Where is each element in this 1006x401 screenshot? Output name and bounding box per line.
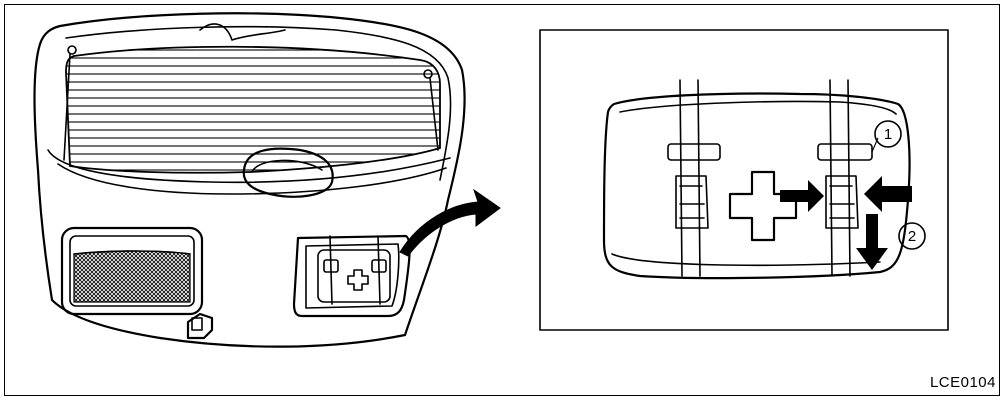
squeeze-arrow-right <box>864 176 912 212</box>
strap-right <box>817 79 873 277</box>
window-lower-trim <box>47 149 451 184</box>
figure-frame <box>4 4 1000 396</box>
storage-net-pocket <box>60 226 204 316</box>
window-lower-trim-inner <box>57 163 447 195</box>
liftgate-spoiler <box>199 23 286 41</box>
callout-1-label: 1 <box>884 126 892 143</box>
figure-code: LCE0104 <box>929 374 996 391</box>
strap-left <box>667 79 721 277</box>
liftgate-hook <box>186 312 214 340</box>
callout-2-label: 2 <box>908 228 916 245</box>
first-aid-kit-detail <box>602 79 912 280</box>
detail-box <box>539 29 949 331</box>
squeeze-arrow-left <box>780 180 824 212</box>
liftgate-panel <box>33 12 466 348</box>
callout-1: 1 <box>874 120 902 148</box>
pull-down-arrow <box>856 214 888 270</box>
detail-arrow <box>399 188 501 257</box>
kit-bag <box>602 92 911 280</box>
first-aid-kit-recess <box>292 234 411 318</box>
liftgate-inner-contour <box>65 25 452 181</box>
callout-2: 2 <box>898 222 926 250</box>
first-aid-cross <box>728 170 798 242</box>
stop-lamp-housing <box>242 147 334 198</box>
liftgate-illustration <box>33 12 466 348</box>
